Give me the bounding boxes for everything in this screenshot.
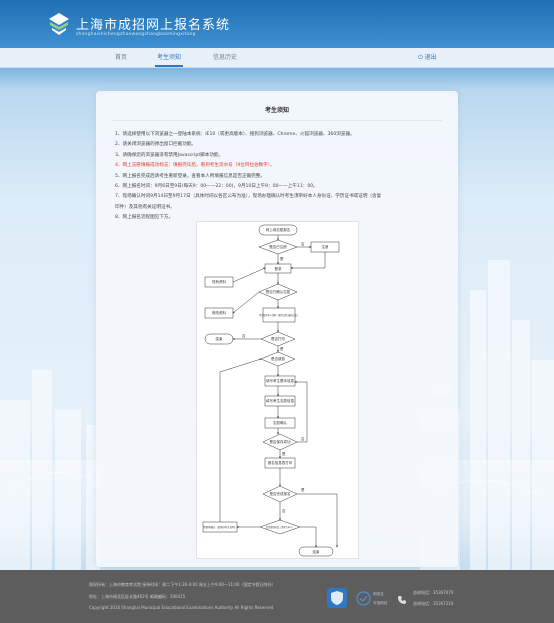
security-badge-icon[interactable] xyxy=(327,588,347,608)
nav-item-notice[interactable]: 考生须知 xyxy=(157,54,182,61)
flow-text-print-form: 报名信息表打印 xyxy=(268,460,293,465)
logout-icon: ⏻ xyxy=(418,54,423,61)
notice-item: 3、请确保您的浏览器没有禁用Javascript脚本功能。 xyxy=(115,152,224,158)
notice-title: 考生须知 xyxy=(264,107,289,114)
nav-item-home[interactable]: 首页 xyxy=(115,54,128,61)
phone-icon xyxy=(398,596,406,604)
flow-text-done: 是否完成报名 xyxy=(270,491,291,496)
notice-item: 2、请关闭浏览器的弹出窗口拦截功能。 xyxy=(115,142,197,148)
notice-item-continued: 印件）及其他有关证明证书。 xyxy=(115,204,175,210)
trusted-site-icon[interactable] xyxy=(356,591,371,606)
flow-text-onsite: 到现场确认（请带好有关证明） xyxy=(203,525,236,529)
site-title: 上海市成招网上报名系统 xyxy=(76,18,231,33)
flow-label-no: 否 xyxy=(282,509,286,513)
flowchart-svg: 网上填志愿报名 是否已注册 注册 登录 现有资料 修改资料 是否已确认志愿 考生… xyxy=(202,224,340,557)
flow-text-start: 网上填志愿报名 xyxy=(266,227,291,232)
flow-text-end: 结束 xyxy=(313,549,321,554)
flow-text-fix: 是否现场修改（需考生本人） xyxy=(266,525,294,529)
flow-fill-node xyxy=(262,307,296,323)
phone-number-1: 咨询电话：35367070 xyxy=(413,590,454,595)
notice-item: 6、网上报名时间：9月6日至9日(每天9：00——22：00)，9月10日上午9… xyxy=(115,184,318,190)
trusted-label-line1: 网信互 xyxy=(373,592,384,596)
flow-review-node xyxy=(264,417,296,429)
notice-item: 5、网上报名完成后请考生重新登录，查看本人所填报信息是否正确完整。 xyxy=(115,173,265,179)
flow-step-wish-node xyxy=(264,395,296,407)
flow-text-login: 登录 xyxy=(275,266,283,271)
flow-label-no: 否 xyxy=(301,242,305,246)
site-header: 上海市成招网上报名系统 shanghaishichengzhaowangshan… xyxy=(0,0,554,48)
flow-text-register: 注册 xyxy=(322,244,330,249)
nav-item-history[interactable]: 信息历史 xyxy=(213,54,238,61)
site-logo-icon xyxy=(49,13,69,35)
notice-item: 1、请选择使用以下浏览器之一登陆本系统：IE10（或更高版本）、搜狗浏览器、Ch… xyxy=(115,132,355,137)
flow-text-save: 是否保存成功 xyxy=(270,439,291,444)
flow-label-yes: 是 xyxy=(280,346,284,351)
flow-text-print: 是否打印 xyxy=(271,336,285,341)
footer-copyright: Copyright 2016 Shanghai Municipal Educat… xyxy=(89,605,275,610)
flow-decision-fix xyxy=(259,519,301,535)
notice-list: 1、请选择使用以下浏览器之一登陆本系统：IE10（或更高版本）、搜狗浏览器、Ch… xyxy=(115,130,445,224)
flow-label-yes: 是 xyxy=(282,451,286,456)
notice-divider xyxy=(112,120,442,121)
notice-item: 7、现场确认时间9月14日至9月17日（具体时间以各区公布为准），现场办理确认时… xyxy=(115,194,382,200)
flow-label-no: 否 xyxy=(301,437,305,441)
logout-link[interactable]: ⏻ 退出 xyxy=(418,52,437,62)
flow-text-confirmed: 是否已确认志愿 xyxy=(266,289,291,294)
shield-icon xyxy=(331,591,343,605)
trusted-label-line2: 可信网站 xyxy=(373,601,388,605)
flow-label-yes: 是 xyxy=(301,487,305,492)
site-subtitle: shanghaishichengzhaowangshangbaomingxito… xyxy=(76,32,196,37)
flow-text-modify: 修改资料 xyxy=(212,310,226,315)
main-nav: 首页 考生须知 信息历史 ⏻ 退出 xyxy=(0,48,554,68)
phone-number-2: 咨询电话：35367210 xyxy=(413,601,454,606)
registration-flowchart: 网上填志愿报名 是否已注册 注册 登录 现有资料 修改资料 是否已确认志愿 考生… xyxy=(196,221,359,559)
flow-label-no: 否 xyxy=(242,334,246,338)
trusted-site-label: 网信互 可信网站 xyxy=(373,592,387,606)
footer-copyright-info: 版权所有：上海市教育考试院 接待时间：周二下午1:30-4:00 周五上午9:0… xyxy=(89,582,276,587)
flow-text-pay: 是否缴费 xyxy=(271,356,285,361)
flow-text-registered: 是否已注册 xyxy=(269,244,287,249)
notice-item-highlight: 4、网上志愿填报成功标志：填报完毕后，看到考生流水号（9位阿拉伯数字）。 xyxy=(115,163,275,169)
flow-text-review: 志愿确认 xyxy=(273,420,287,425)
logout-label: 退出 xyxy=(424,54,437,61)
footer-address: 地址：上海市闸北区延长路462号 邮政编码：200415 xyxy=(89,594,186,599)
site-footer xyxy=(0,570,554,623)
notice-item: 8、网上报名流程图见下方。 xyxy=(115,215,174,221)
flow-text-fill: 考生填写本人资料（填写志愿 报名信息） xyxy=(259,313,299,317)
flow-text-existing: 现有资料 xyxy=(212,279,226,284)
flow-text-step-wish: 填写考生志愿信息 xyxy=(266,398,294,403)
flow-text-step-basic: 填写考生基本信息 xyxy=(266,378,294,383)
nav-active-indicator xyxy=(155,65,183,67)
flow-text-finish: 结束 xyxy=(216,336,223,341)
flow-label-yes: 是 xyxy=(280,256,284,261)
